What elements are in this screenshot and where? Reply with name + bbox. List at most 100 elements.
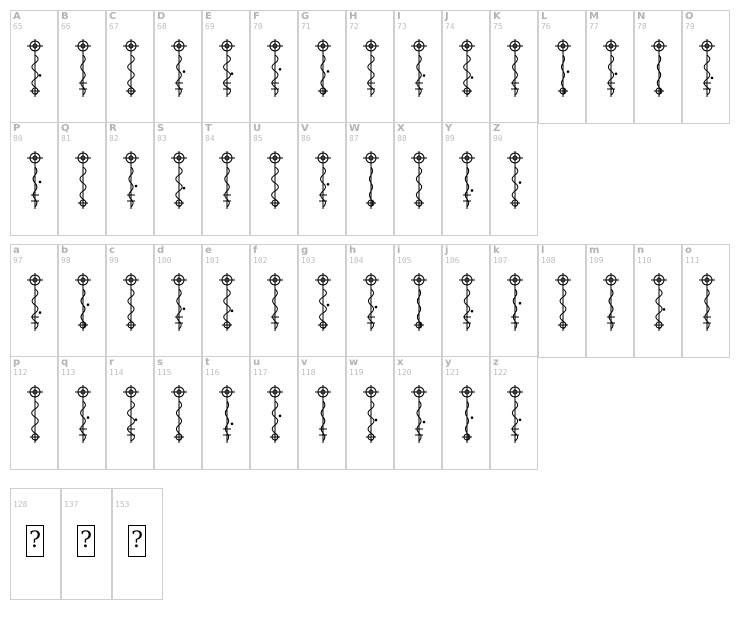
glyph-char-label: X <box>397 123 405 134</box>
glyph-code-label: 73 <box>397 22 407 31</box>
glyph-code-label: 97 <box>13 256 23 265</box>
glyph-code-label: 66 <box>61 22 71 31</box>
glyph-code-label: 84 <box>205 134 215 143</box>
glyph-icon <box>360 39 382 101</box>
glyph-icon <box>648 273 670 335</box>
glyph-code-label: 120 <box>397 368 412 377</box>
glyph-char-label: A <box>13 11 21 22</box>
glyph-char-label: R <box>109 123 117 134</box>
glyph-icon <box>696 273 718 335</box>
glyph-icon <box>120 385 142 447</box>
glyph-cell-153: 153? <box>112 488 163 600</box>
glyph-code-label: 111 <box>685 256 700 265</box>
glyph-char-label: w <box>349 357 359 368</box>
glyph-code-label: 72 <box>349 22 359 31</box>
glyph-char-label: Q <box>61 123 70 134</box>
glyph-char-label: B <box>61 11 69 22</box>
glyph-char-label: I <box>397 11 401 22</box>
glyph-code-label: 79 <box>685 22 695 31</box>
glyph-char-label: p <box>13 357 21 368</box>
glyph-code-label: 98 <box>61 256 71 265</box>
glyph-char-label: H <box>349 11 358 22</box>
glyph-code-label: 90 <box>493 134 503 143</box>
missing-glyph-box: ? <box>128 525 146 557</box>
glyph-code-label: 68 <box>157 22 167 31</box>
glyph-char-label: Z <box>493 123 501 134</box>
glyph-char-label: W <box>349 123 361 134</box>
glyph-char-label: N <box>637 11 646 22</box>
glyph-char-label: u <box>253 357 261 368</box>
glyph-code-label: 122 <box>493 368 508 377</box>
glyph-char-label: Y <box>445 123 453 134</box>
glyph-code-label: 87 <box>349 134 359 143</box>
glyph-icon <box>360 273 382 335</box>
glyph-icon <box>552 39 574 101</box>
glyph-icon <box>360 385 382 447</box>
glyph-icon <box>72 151 94 213</box>
glyph-icon <box>312 39 334 101</box>
glyph-icon <box>264 39 286 101</box>
glyph-icon <box>168 385 190 447</box>
glyph-char-label: o <box>685 245 692 256</box>
glyph-char-label: e <box>205 245 212 256</box>
glyph-icon <box>168 39 190 101</box>
glyph-icon <box>600 39 622 101</box>
glyph-char-label: b <box>61 245 69 256</box>
glyph-char-label: f <box>253 245 258 256</box>
glyph-icon <box>120 151 142 213</box>
glyph-char-label: P <box>13 123 21 134</box>
glyph-char-label: s <box>157 357 163 368</box>
glyph-icon <box>648 39 670 101</box>
glyph-icon <box>504 39 526 101</box>
glyph-code-label: 86 <box>301 134 311 143</box>
glyph-code-label: 100 <box>157 256 172 265</box>
glyph-code-label: 69 <box>205 22 215 31</box>
glyph-icon <box>552 273 574 335</box>
glyph-char-label: C <box>109 11 117 22</box>
glyph-code-label: 81 <box>61 134 71 143</box>
glyph-code-label: 103 <box>301 256 316 265</box>
glyph-icon <box>264 385 286 447</box>
missing-glyph-box: ? <box>77 525 95 557</box>
glyph-icon <box>264 151 286 213</box>
glyph-char-label: F <box>253 11 260 22</box>
glyph-code-label: 109 <box>589 256 604 265</box>
glyph-icon <box>168 273 190 335</box>
glyph-char-label: z <box>493 357 499 368</box>
glyph-icon <box>312 385 334 447</box>
glyph-icon <box>24 273 46 335</box>
glyph-icon <box>504 151 526 213</box>
glyph-icon <box>696 39 718 101</box>
glyph-icon <box>408 151 430 213</box>
glyph-code-label: 128 <box>13 500 28 509</box>
